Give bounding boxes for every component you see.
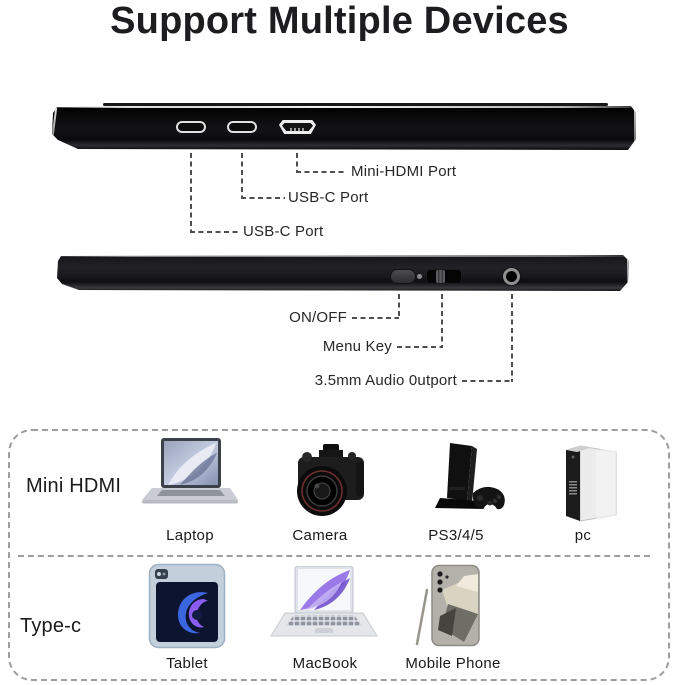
edge-highlight-left	[52, 108, 58, 144]
edge-highlight-right	[627, 258, 629, 286]
edge-highlight	[56, 106, 632, 108]
port-label-usbc-1: USB-C Port	[243, 223, 324, 240]
port-label-mini-hdmi: Mini-HDMI Port	[351, 163, 457, 180]
mobile-phone-icon	[412, 564, 484, 648]
connector-line	[190, 231, 240, 233]
monitor-top-edge	[52, 106, 636, 150]
monitor-back-edge	[103, 103, 608, 106]
control-label-audio: 3.5mm Audio 0utport	[314, 372, 457, 389]
connector-line	[441, 294, 443, 348]
device-label: Laptop	[166, 527, 214, 544]
page-title: Support Multiple Devices	[110, 0, 569, 42]
menu-slider-knob	[436, 270, 445, 283]
audio-jack-icon	[503, 268, 520, 285]
device-label: Camera	[292, 527, 348, 544]
usb-c-port-icon	[227, 121, 257, 133]
monitor-bottom-edge	[57, 255, 629, 291]
device-label: MacBook	[292, 655, 358, 672]
connector-line	[296, 153, 298, 173]
connector-line	[296, 171, 347, 173]
connector-line	[398, 294, 400, 319]
power-button-icon	[391, 270, 415, 283]
camera-icon	[286, 444, 374, 520]
mini-hdmi-pins	[290, 128, 305, 131]
device-label: Tablet	[166, 655, 208, 672]
connector-line	[397, 346, 442, 348]
desktop-pc-icon	[556, 443, 620, 523]
device-label: pc	[574, 527, 592, 544]
mini-hdmi-port-icon	[279, 120, 316, 134]
device-label: PS3/4/5	[428, 527, 484, 544]
menu-slider-icon	[427, 270, 461, 283]
connector-line	[241, 197, 285, 199]
connector-line	[462, 380, 512, 382]
connection-label-mini-hdmi: Mini HDMI	[26, 475, 122, 497]
indicator-dot	[417, 274, 422, 279]
connector-line	[190, 153, 192, 232]
macbook-icon	[270, 566, 378, 644]
edge-highlight-right	[634, 109, 636, 145]
control-label-menu: Menu Key	[322, 338, 392, 355]
connector-line	[511, 294, 513, 382]
tablet-icon	[148, 563, 226, 649]
connection-label-type-c: Type-c	[20, 615, 82, 637]
device-label: Mobile Phone	[405, 655, 501, 672]
connector-line	[241, 153, 243, 199]
row-divider	[18, 555, 650, 557]
game-console-icon	[420, 441, 508, 517]
control-label-power: ON/OFF	[289, 309, 347, 326]
usb-c-port-icon	[176, 121, 206, 133]
connector-line	[352, 317, 399, 319]
mini-hdmi-port-inner	[282, 123, 313, 131]
laptop-icon	[140, 437, 240, 515]
port-label-usbc-2: USB-C Port	[288, 189, 369, 206]
edge-highlight	[61, 255, 625, 257]
